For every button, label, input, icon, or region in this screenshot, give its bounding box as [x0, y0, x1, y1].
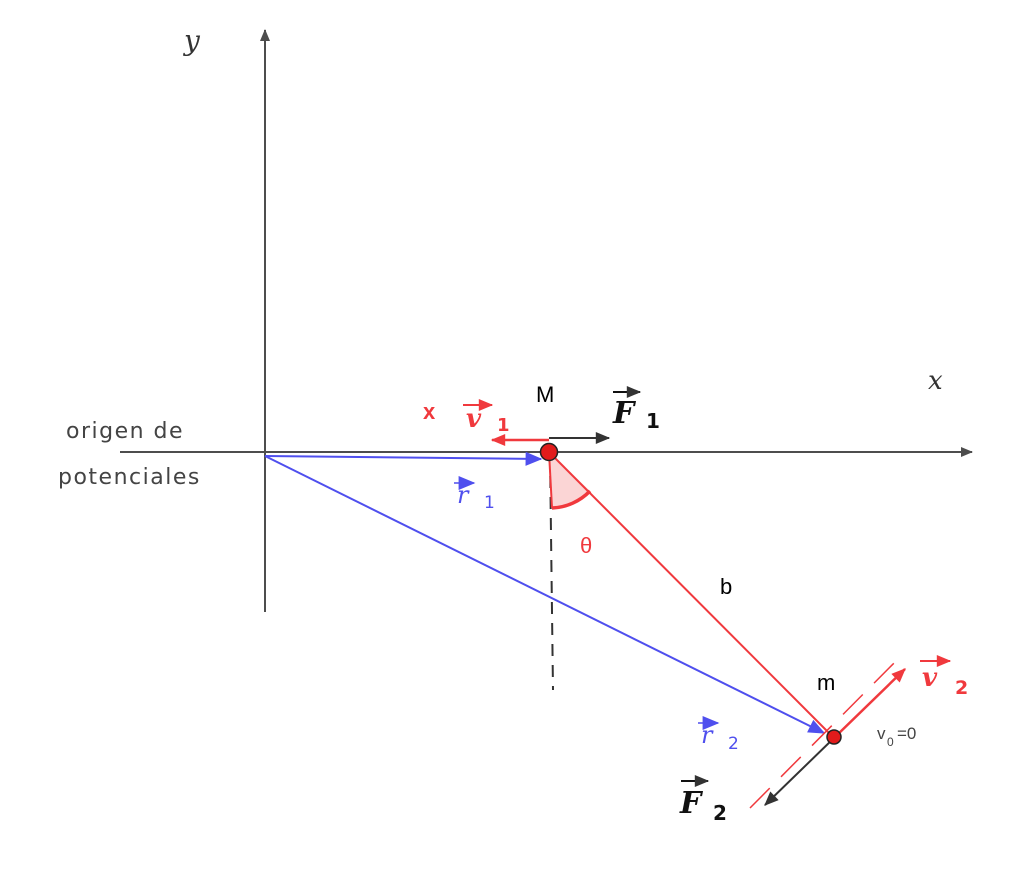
initial-velocity-label: v 0 =0 [877, 724, 916, 749]
angle-arc [551, 489, 592, 510]
r1-vector [264, 451, 543, 466]
r2-subscript: 2 [728, 734, 739, 754]
r1-label: r 1 [454, 476, 495, 513]
v0-symbol: v [877, 724, 886, 743]
origin-label-line2: potenciales [58, 465, 201, 490]
r2-vector [264, 455, 826, 734]
v2-subscript: 2 [955, 677, 968, 699]
y-axis-label: y [182, 24, 201, 57]
angle-label: θ [580, 533, 592, 558]
r2-label: r 2 [698, 716, 739, 754]
v0-value: =0 [897, 724, 916, 743]
angle-wedge-edge [548, 451, 553, 509]
pendulum-rod [548, 451, 834, 738]
mass-big-label: M [536, 382, 554, 407]
vertical-reference-line [549, 454, 554, 691]
r1-symbol: r [457, 481, 470, 509]
r2-symbol: r [701, 721, 714, 749]
mass-small-label: m [817, 670, 835, 695]
origin-label-line1: origen de [66, 419, 184, 444]
f1-subscript: 1 [646, 409, 660, 433]
r1-subscript: 1 [484, 493, 495, 513]
f1-label: F 1 [612, 386, 660, 433]
tangent-line [749, 651, 906, 809]
f2-label: F 2 [679, 775, 727, 825]
v2-label: v 2 [920, 655, 968, 699]
v1-symbol: v [466, 404, 482, 434]
mass-big-M-dot [539, 442, 559, 462]
v0-subscript: 0 [887, 735, 894, 749]
mass-small-m-dot [826, 729, 842, 745]
v2-vector [834, 668, 906, 738]
f2-vector [764, 736, 836, 806]
rod-length-label: b [720, 574, 732, 599]
v1-subscript: 1 [497, 415, 510, 436]
angle-wedge [549, 452, 590, 508]
f2-subscript: 2 [713, 801, 727, 825]
f2-symbol: F [679, 786, 704, 821]
x-axis-label: x [928, 366, 943, 396]
v1-label: v 1 [463, 399, 510, 436]
f1-symbol: F [612, 396, 637, 431]
v2-symbol: v [922, 663, 938, 693]
x-marker: x [423, 399, 436, 424]
